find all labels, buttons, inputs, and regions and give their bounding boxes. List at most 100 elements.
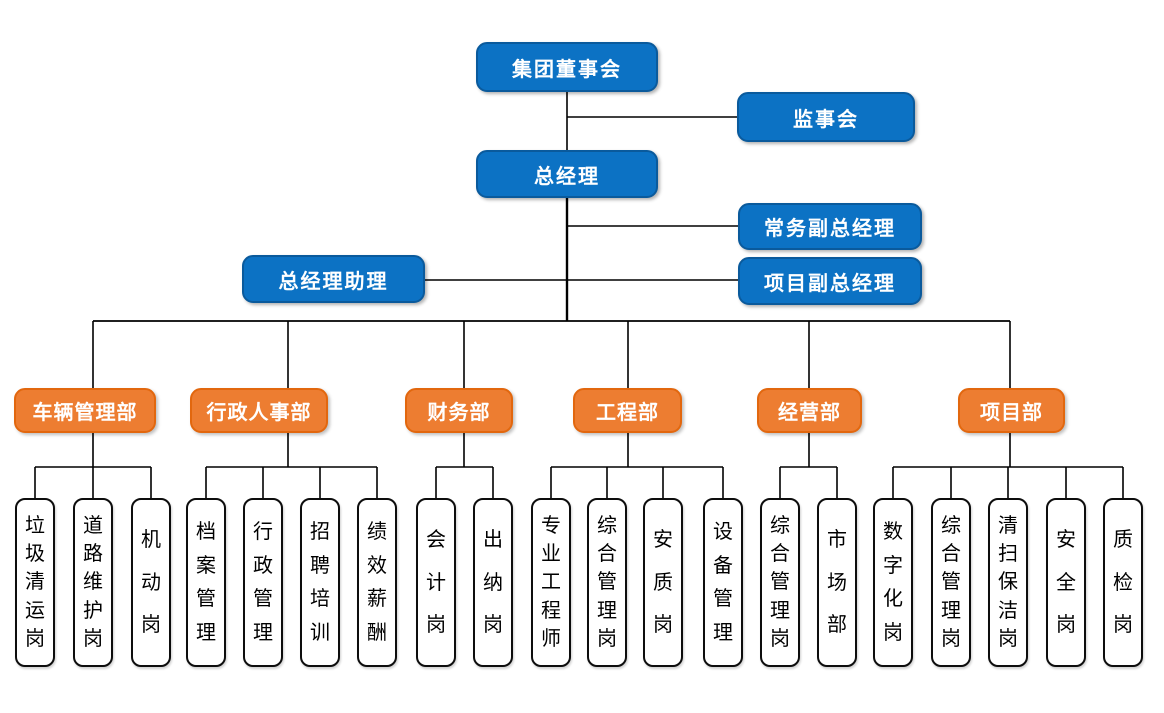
- position-node: 档案管理: [186, 498, 226, 667]
- node-supervisory-board: 监事会: [737, 92, 915, 142]
- position-node: 安质岗: [643, 498, 683, 667]
- position-node-char: 岗: [25, 627, 45, 650]
- position-node-char: 效: [367, 554, 387, 577]
- position-node-char: 训: [310, 622, 330, 645]
- position-node-char: 管: [770, 571, 790, 594]
- position-node-char: 维: [83, 571, 103, 594]
- department-node: 财务部: [405, 388, 513, 433]
- position-node-char: 行: [253, 520, 273, 543]
- department-node-label: 行政人事部: [206, 402, 312, 424]
- position-node-char: 理: [941, 599, 961, 622]
- position-node-char: 案: [196, 554, 216, 577]
- position-node-char: 化: [883, 588, 903, 611]
- position-node-char: 程: [541, 599, 561, 622]
- department-node-label: 项目部: [980, 402, 1043, 424]
- position-node-char: 档: [196, 520, 216, 543]
- position-node-char: 合: [770, 543, 790, 566]
- position-node-char: 综: [941, 515, 961, 538]
- position-node-char: 质: [653, 571, 673, 594]
- department-node-label: 经营部: [778, 402, 841, 424]
- position-node-char: 运: [25, 599, 45, 622]
- position-node: 专业工程师: [531, 498, 571, 667]
- department-node: 项目部: [958, 388, 1065, 433]
- position-node: 质检岗: [1103, 498, 1143, 667]
- position-node: 清扫保洁岗: [988, 498, 1028, 667]
- position-node-char: 出: [483, 529, 503, 552]
- position-node-char: 备: [713, 554, 733, 577]
- position-node: 绩效薪酬: [357, 498, 397, 667]
- position-node-char: 岗: [941, 627, 961, 650]
- position-node-char: 岗: [483, 613, 503, 636]
- position-node-char: 岗: [83, 627, 103, 650]
- node-supervisory-board-label: 监事会: [793, 108, 859, 131]
- department-node-label: 车辆管理部: [32, 402, 138, 424]
- position-node-char: 工: [541, 571, 561, 594]
- position-node-char: 机: [141, 529, 161, 552]
- position-node-char: 纳: [483, 571, 503, 594]
- node-general-manager-label: 总经理: [534, 165, 600, 188]
- position-node-char: 垃: [25, 515, 45, 538]
- position-node: 出纳岗: [473, 498, 513, 667]
- position-node-char: 清: [998, 515, 1018, 538]
- position-node-char: 综: [770, 515, 790, 538]
- node-gm-assistant-label: 总经理助理: [278, 270, 389, 293]
- position-node-char: 会: [426, 529, 446, 552]
- position-node-char: 场: [827, 571, 847, 594]
- position-node-char: 岗: [770, 627, 790, 650]
- position-node-char: 薪: [367, 588, 387, 611]
- position-node: 道路维护岗: [73, 498, 113, 667]
- node-project-deputy-gm: 项目副总经理: [738, 257, 922, 305]
- position-node-char: 质: [1113, 529, 1133, 552]
- position-node-char: 培: [310, 588, 330, 611]
- position-node-char: 政: [253, 554, 273, 577]
- position-node: 市场部: [817, 498, 857, 667]
- position-node: 垃圾清运岗: [15, 498, 55, 667]
- position-node-char: 全: [1056, 571, 1076, 594]
- position-node-char: 洁: [998, 599, 1018, 622]
- department-node-label: 工程部: [596, 402, 659, 424]
- position-node-char: 理: [253, 622, 273, 645]
- position-node-char: 合: [941, 543, 961, 566]
- position-node: 行政管理: [243, 498, 283, 667]
- department-node-label: 财务部: [427, 402, 491, 424]
- position-node-char: 理: [770, 599, 790, 622]
- position-node: 综合管理岗: [760, 498, 800, 667]
- position-node-char: 圾: [25, 543, 45, 566]
- position-node-char: 检: [1113, 571, 1133, 594]
- position-node-char: 计: [426, 571, 446, 594]
- position-node-char: 招: [310, 520, 330, 543]
- node-group-board: 集团董事会: [476, 42, 658, 92]
- node-general-manager: 总经理: [476, 150, 658, 198]
- position-node-char: 理: [597, 599, 617, 622]
- node-executive-deputy-gm: 常务副总经理: [738, 203, 922, 250]
- position-node-char: 岗: [653, 613, 673, 636]
- position-node-char: 合: [597, 543, 617, 566]
- position-node-char: 管: [713, 588, 733, 611]
- position-node-char: 清: [25, 571, 45, 594]
- position-node-char: 理: [196, 622, 216, 645]
- position-node-char: 管: [941, 571, 961, 594]
- position-node-char: 岗: [141, 613, 161, 636]
- position-node-char: 扫: [998, 543, 1018, 566]
- node-group-board-label: 集团董事会: [512, 58, 622, 81]
- department-node: 经营部: [757, 388, 862, 433]
- position-node-char: 路: [83, 543, 103, 566]
- position-node-char: 绩: [367, 520, 387, 543]
- position-node-char: 师: [541, 627, 561, 650]
- department-node: 车辆管理部: [14, 388, 156, 433]
- position-node-char: 市: [827, 529, 847, 552]
- position-node-char: 岗: [426, 613, 446, 636]
- position-node-char: 管: [196, 588, 216, 611]
- position-node-char: 岗: [998, 627, 1018, 650]
- position-node-char: 动: [141, 571, 161, 594]
- position-node-char: 岗: [883, 622, 903, 645]
- position-node: 安全岗: [1046, 498, 1086, 667]
- node-executive-deputy-gm-label: 常务副总经理: [764, 218, 896, 240]
- position-node: 机动岗: [131, 498, 171, 667]
- position-node-char: 部: [827, 613, 847, 636]
- position-node: 设备管理: [703, 498, 743, 667]
- position-node-char: 岗: [597, 627, 617, 650]
- position-node-char: 酬: [367, 622, 387, 645]
